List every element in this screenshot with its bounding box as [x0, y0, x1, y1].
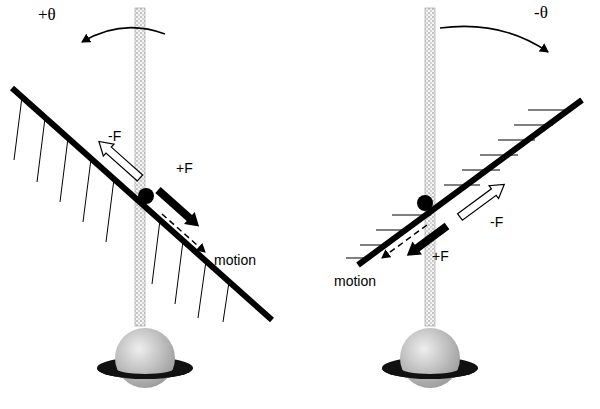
tilted-surface	[358, 100, 582, 265]
planet	[97, 328, 193, 388]
force-label: +F	[176, 160, 193, 176]
angle-label: +θ	[38, 6, 56, 24]
ball	[138, 188, 154, 204]
force-label: -F	[490, 214, 503, 230]
surface-hatching	[14, 97, 229, 322]
motion-arrow	[162, 214, 205, 252]
rotation-axis	[135, 8, 145, 326]
rotation-arrow	[440, 26, 548, 52]
motion-label: motion	[214, 252, 256, 268]
tilted-surface	[12, 88, 272, 320]
force-arrow-positive	[153, 184, 205, 233]
planet	[382, 328, 478, 388]
rotation-arrow	[82, 28, 165, 42]
ball	[417, 195, 433, 211]
force-label: -F	[108, 128, 121, 144]
rotation-axis	[425, 8, 435, 326]
force-label: +F	[432, 248, 449, 264]
motion-arrow	[382, 225, 427, 258]
motion-label: motion	[334, 273, 376, 289]
angle-label: -θ	[534, 4, 548, 22]
